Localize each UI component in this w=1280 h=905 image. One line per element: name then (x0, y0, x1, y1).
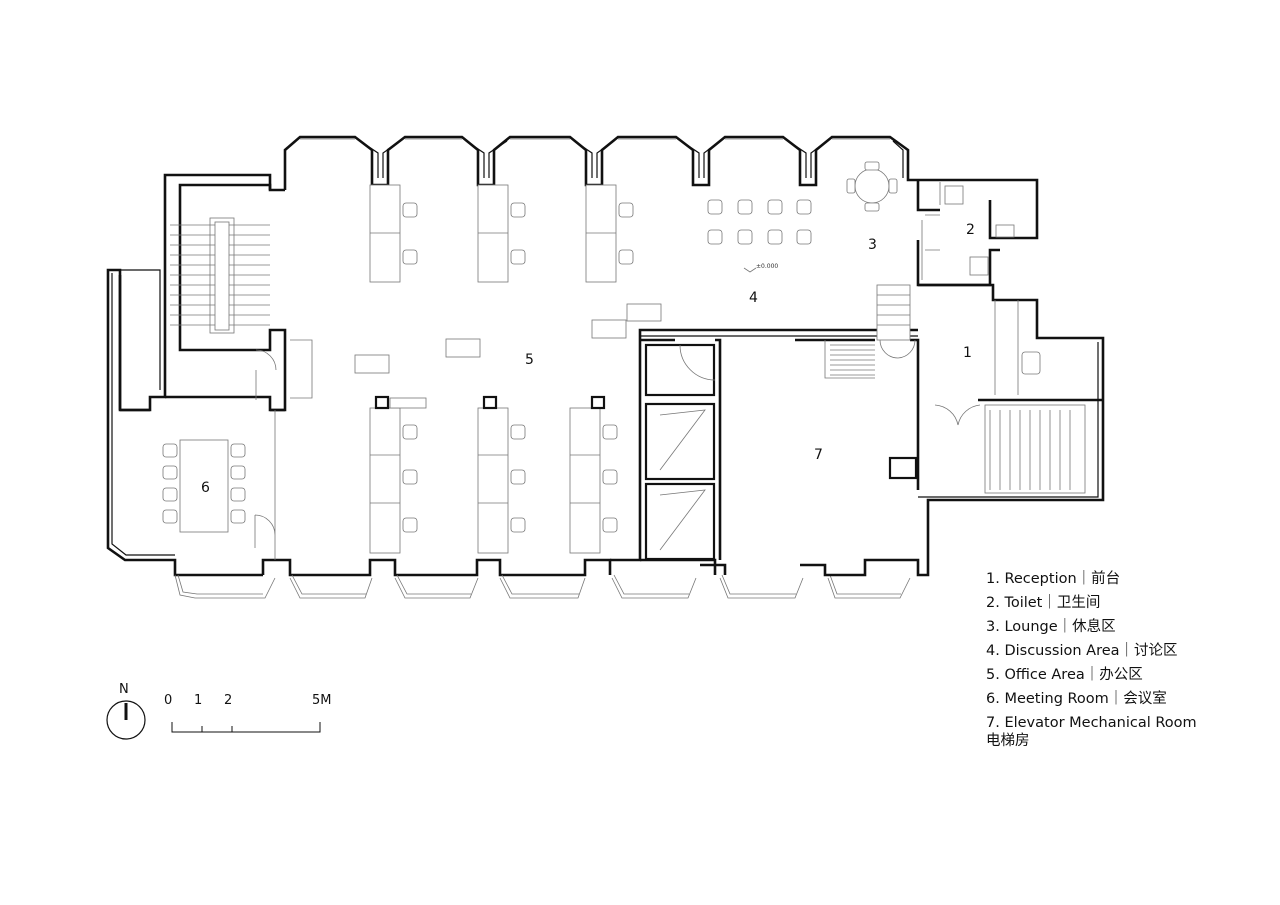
legend: 1. Reception｜前台 2. Toilet｜卫生间 3. Lounge｜… (986, 570, 1197, 750)
scale-tick-0: 0 (164, 693, 172, 708)
level-mark: ±0.000 (756, 263, 778, 270)
legend-item-discussion: 4. Discussion Area｜讨论区 (986, 643, 1178, 659)
legend-item-meeting: 6. Meeting Room｜会议室 (986, 691, 1167, 707)
room-label-6: 6 (201, 480, 210, 496)
legend-item-reception: 1. Reception｜前台 (986, 571, 1121, 587)
room-label-3: 3 (868, 237, 877, 253)
stair-left (170, 217, 270, 334)
scale-tick-2: 2 (224, 693, 232, 708)
room-label-1: 1 (963, 345, 972, 361)
furniture (162, 161, 1041, 554)
level-marker-icon (743, 267, 757, 273)
legend-item-elevator-sub: 电梯房 (986, 733, 1030, 750)
north-arrow: N (106, 682, 146, 740)
legend-item-elevator: 7. Elevator Mechanical Room 电梯房 (986, 714, 1197, 750)
scale-tick-5m: 5M (312, 693, 332, 708)
north-label: N (119, 682, 129, 697)
room-label-2: 2 (966, 222, 975, 238)
legend-item-lounge: 3. Lounge｜休息区 (986, 619, 1116, 635)
room-label-4: 4 (749, 290, 758, 306)
legend-item-toilet: 2. Toilet｜卫生间 (986, 595, 1101, 611)
room-label-5: 5 (525, 352, 534, 368)
room-label-7: 7 (814, 447, 823, 463)
interior-walls (120, 182, 1103, 561)
scale-bar: 0 1 2 5M (164, 693, 332, 733)
legend-item-office: 5. Office Area｜办公区 (986, 667, 1143, 683)
scale-tick-1: 1 (194, 693, 202, 708)
room-labels: 1 2 3 4 5 6 7 ±0.000 (201, 222, 975, 496)
exterior-walls (106, 135, 1105, 599)
legend-item-elevator-label: 7. Elevator Mechanical Room (986, 715, 1197, 731)
